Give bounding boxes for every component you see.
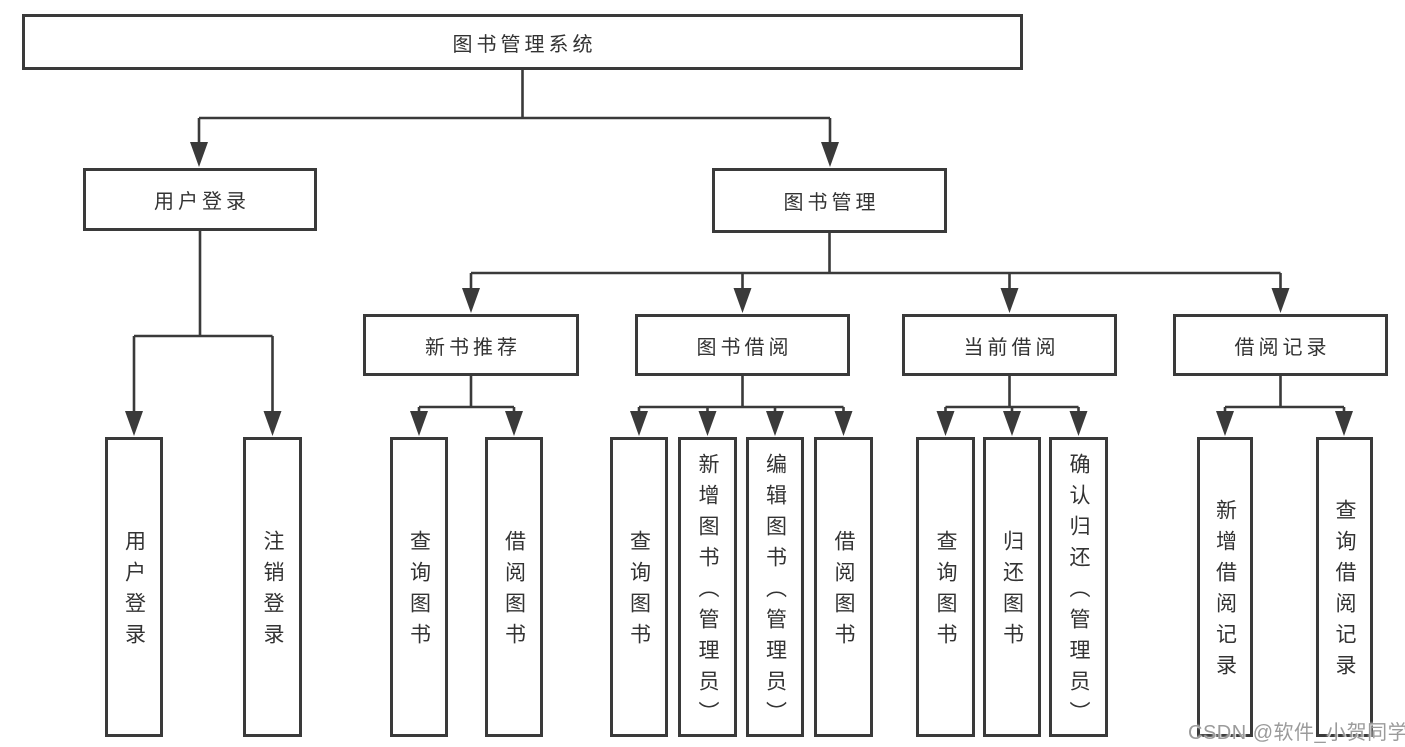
leaf-label: 用户登录	[122, 530, 146, 654]
node-label: 借阅记录	[1234, 336, 1331, 359]
leaf-label: 归还图书	[1000, 530, 1024, 654]
node-label: 图书借阅	[696, 336, 793, 359]
leaf-add-borrow-record: 新增借阅记录	[1197, 437, 1253, 737]
node-label: 图书管理	[783, 192, 880, 214]
leaf-query-books-current: 查询图书	[916, 437, 975, 737]
leaf-borrow-books: 借阅图书	[814, 437, 873, 737]
leaf-label: 查询借阅记录	[1333, 499, 1356, 685]
leaf-add-books-admin: 新增图书（管理员）	[678, 437, 737, 737]
leaf-query-borrow-record: 查询借阅记录	[1316, 437, 1373, 737]
leaf-label: 查询图书	[934, 530, 957, 654]
leaf-label: 查询图书	[627, 530, 651, 654]
leaf-label: 借阅图书	[832, 530, 855, 654]
leaf-label: 新增借阅记录	[1213, 499, 1237, 685]
leaf-label: 确认归还（管理员）	[1067, 452, 1090, 732]
leaf-query-books-borrowing: 查询图书	[610, 437, 668, 737]
arrowheads	[125, 142, 1353, 436]
leaf-borrow-books-recommendation: 借阅图书	[485, 437, 543, 737]
node-label: 用户登录	[154, 191, 250, 213]
node-borrowing-records: 借阅记录	[1173, 314, 1388, 376]
node-current-borrowing: 当前借阅	[902, 314, 1117, 376]
leaf-logout: 注销登录	[243, 437, 302, 737]
csdn-watermark: CSDN @软件_小贺同学	[1188, 722, 1405, 744]
node-label: 图书管理系统	[452, 33, 597, 56]
leaf-query-books-recommendation: 查询图书	[390, 437, 448, 737]
leaf-label: 编辑图书（管理员）	[763, 452, 787, 732]
node-book-borrowing: 图书借阅	[635, 314, 850, 376]
node-label: 当前借阅	[963, 336, 1060, 359]
node-label: 新书推荐	[425, 336, 521, 359]
node-library-management-system: 图书管理系统	[22, 14, 1023, 70]
leaf-return-books: 归还图书	[983, 437, 1041, 737]
node-user-login: 用户登录	[83, 168, 317, 231]
leaf-label: 新增图书（管理员）	[696, 452, 719, 732]
leaf-label: 注销登录	[261, 530, 284, 654]
leaf-label: 借阅图书	[502, 530, 526, 654]
leaf-edit-books-admin: 编辑图书（管理员）	[746, 437, 804, 737]
leaf-confirm-return-admin: 确认归还（管理员）	[1049, 437, 1108, 737]
leaf-label: 查询图书	[407, 530, 431, 654]
node-new-book-recommendation: 新书推荐	[363, 314, 579, 376]
leaf-user-login: 用户登录	[105, 437, 163, 737]
node-book-management: 图书管理	[712, 168, 947, 233]
